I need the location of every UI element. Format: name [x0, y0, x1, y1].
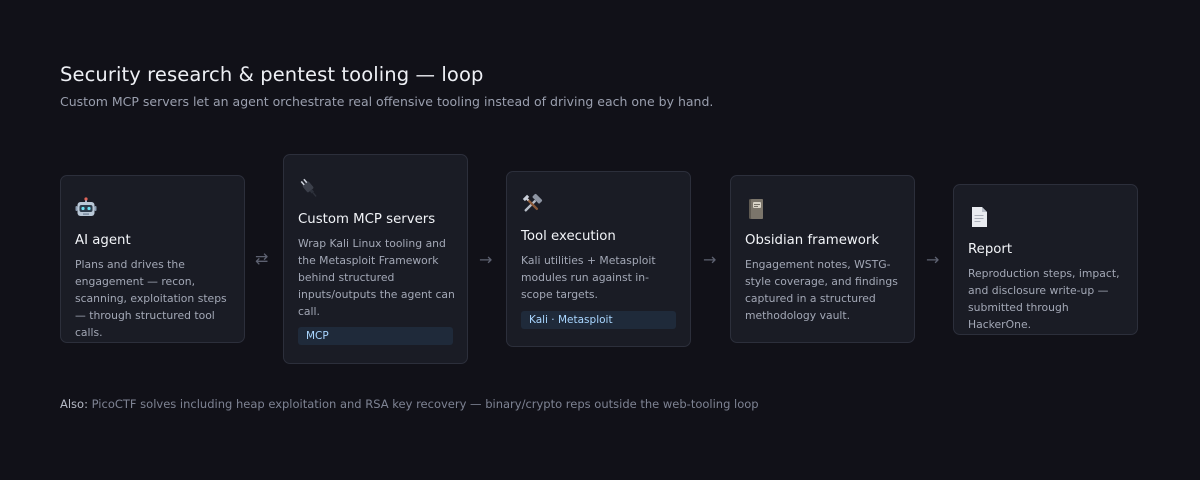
page-title: Security research & pentest tooling — lo… [60, 63, 484, 86]
footer-note: Also: PicoCTF solves including heap expl… [60, 397, 759, 411]
card-report: Report Reproduction steps, impact, and d… [953, 184, 1138, 335]
arrow-right-icon: → [926, 250, 940, 269]
card-custom-mcp-servers: Custom MCP servers Wrap Kali Linux tooli… [283, 154, 468, 364]
tools-icon [521, 193, 543, 215]
robot-icon [75, 197, 97, 219]
card-tool-execution: Tool execution Kali utilities + Metasplo… [506, 171, 691, 347]
plug-icon [298, 177, 320, 199]
card-description: Kali utilities + Metasploit modules run … [521, 254, 656, 302]
card-tag: Kali · Metasploit [521, 311, 676, 329]
card-title: AI agent [75, 233, 131, 248]
card-description: Reproduction steps, impact, and disclosu… [968, 267, 1120, 332]
card-title: Tool execution [521, 229, 616, 244]
card-ai-agent: AI agent Plans and drives the engagement… [60, 175, 245, 343]
card-tag: MCP [298, 327, 453, 345]
notebook-icon [745, 198, 767, 220]
card-obsidian-framework: Obsidian framework Engagement notes, WST… [730, 175, 915, 343]
page-subtitle: Custom MCP servers let an agent orchestr… [60, 94, 714, 109]
footer-label: Also: [60, 397, 88, 411]
arrow-right-icon: → [703, 250, 717, 269]
card-title: Custom MCP servers [298, 212, 436, 227]
arrow-right-icon: → [479, 250, 493, 269]
footer-text: PicoCTF solves including heap exploitati… [87, 397, 759, 411]
card-title: Report [968, 242, 1013, 257]
card-description: Plans and drives the engagement — recon,… [75, 258, 227, 340]
bidirectional-arrow-icon: ⇄ [255, 249, 269, 268]
card-description: Engagement notes, WSTG-style coverage, a… [745, 258, 898, 323]
card-title: Obsidian framework [745, 233, 880, 248]
document-icon [968, 206, 990, 228]
card-description: Wrap Kali Linux tooling and the Metasplo… [298, 237, 455, 319]
